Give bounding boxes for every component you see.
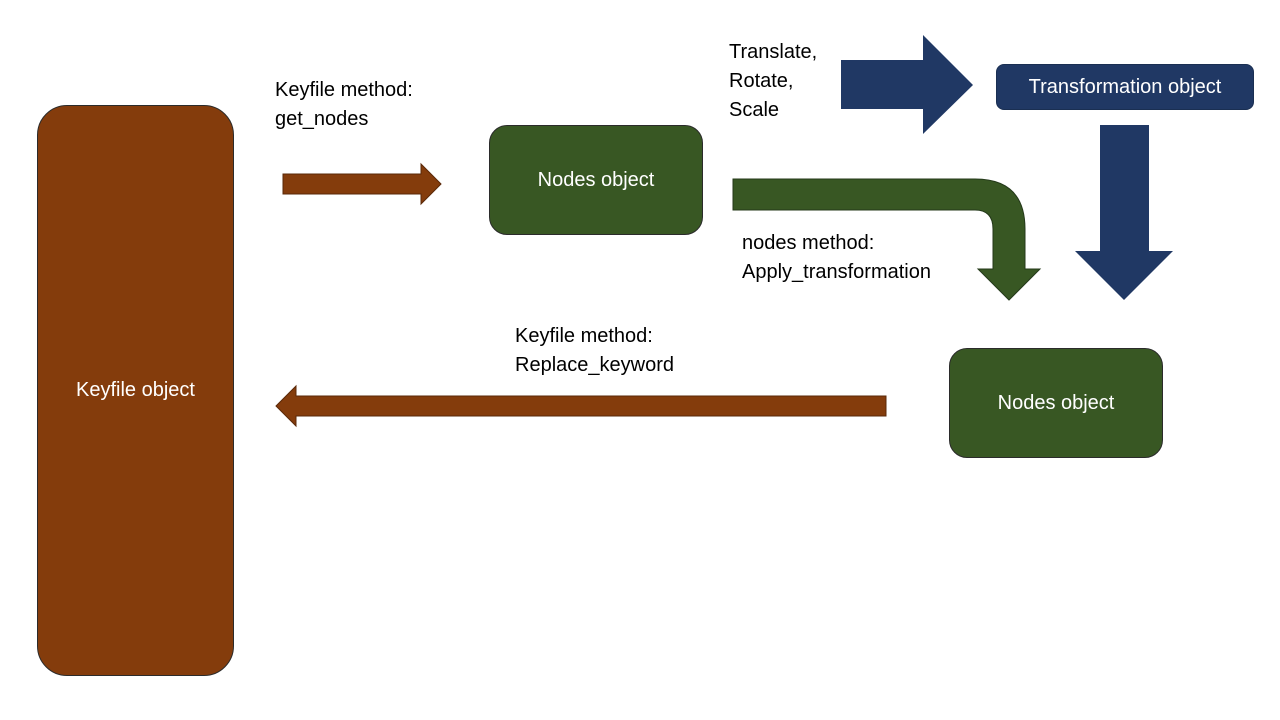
get-nodes-method-label: Keyfile method: get_nodes [275,79,413,130]
keyfile-object-label: Keyfile object [76,379,195,401]
replace-keyword-arrow [275,384,887,428]
keyfile-object-box: Keyfile object [37,105,234,676]
get-nodes-arrow [282,162,442,206]
transform-operations-label: Translate, Rotate, Scale [729,41,818,121]
apply-transformation-method-label: nodes method: Apply_transformation [742,232,931,283]
transform-down-arrow [1075,125,1173,300]
apply-transformation-arrow [732,178,1042,301]
nodes-object-box-bottom: Nodes object [949,348,1163,458]
nodes-object-bottom-label: Nodes object [997,391,1115,414]
replace-keyword-method-label: Keyfile method: Replace_keyword [515,325,674,376]
transform-input-arrow [841,35,973,134]
transformation-object-label: Transformation object [1028,75,1222,98]
transformation-object-box: Transformation object [996,64,1254,110]
nodes-object-top-label: Nodes object [537,168,655,191]
nodes-object-box-top: Nodes object [489,125,703,235]
